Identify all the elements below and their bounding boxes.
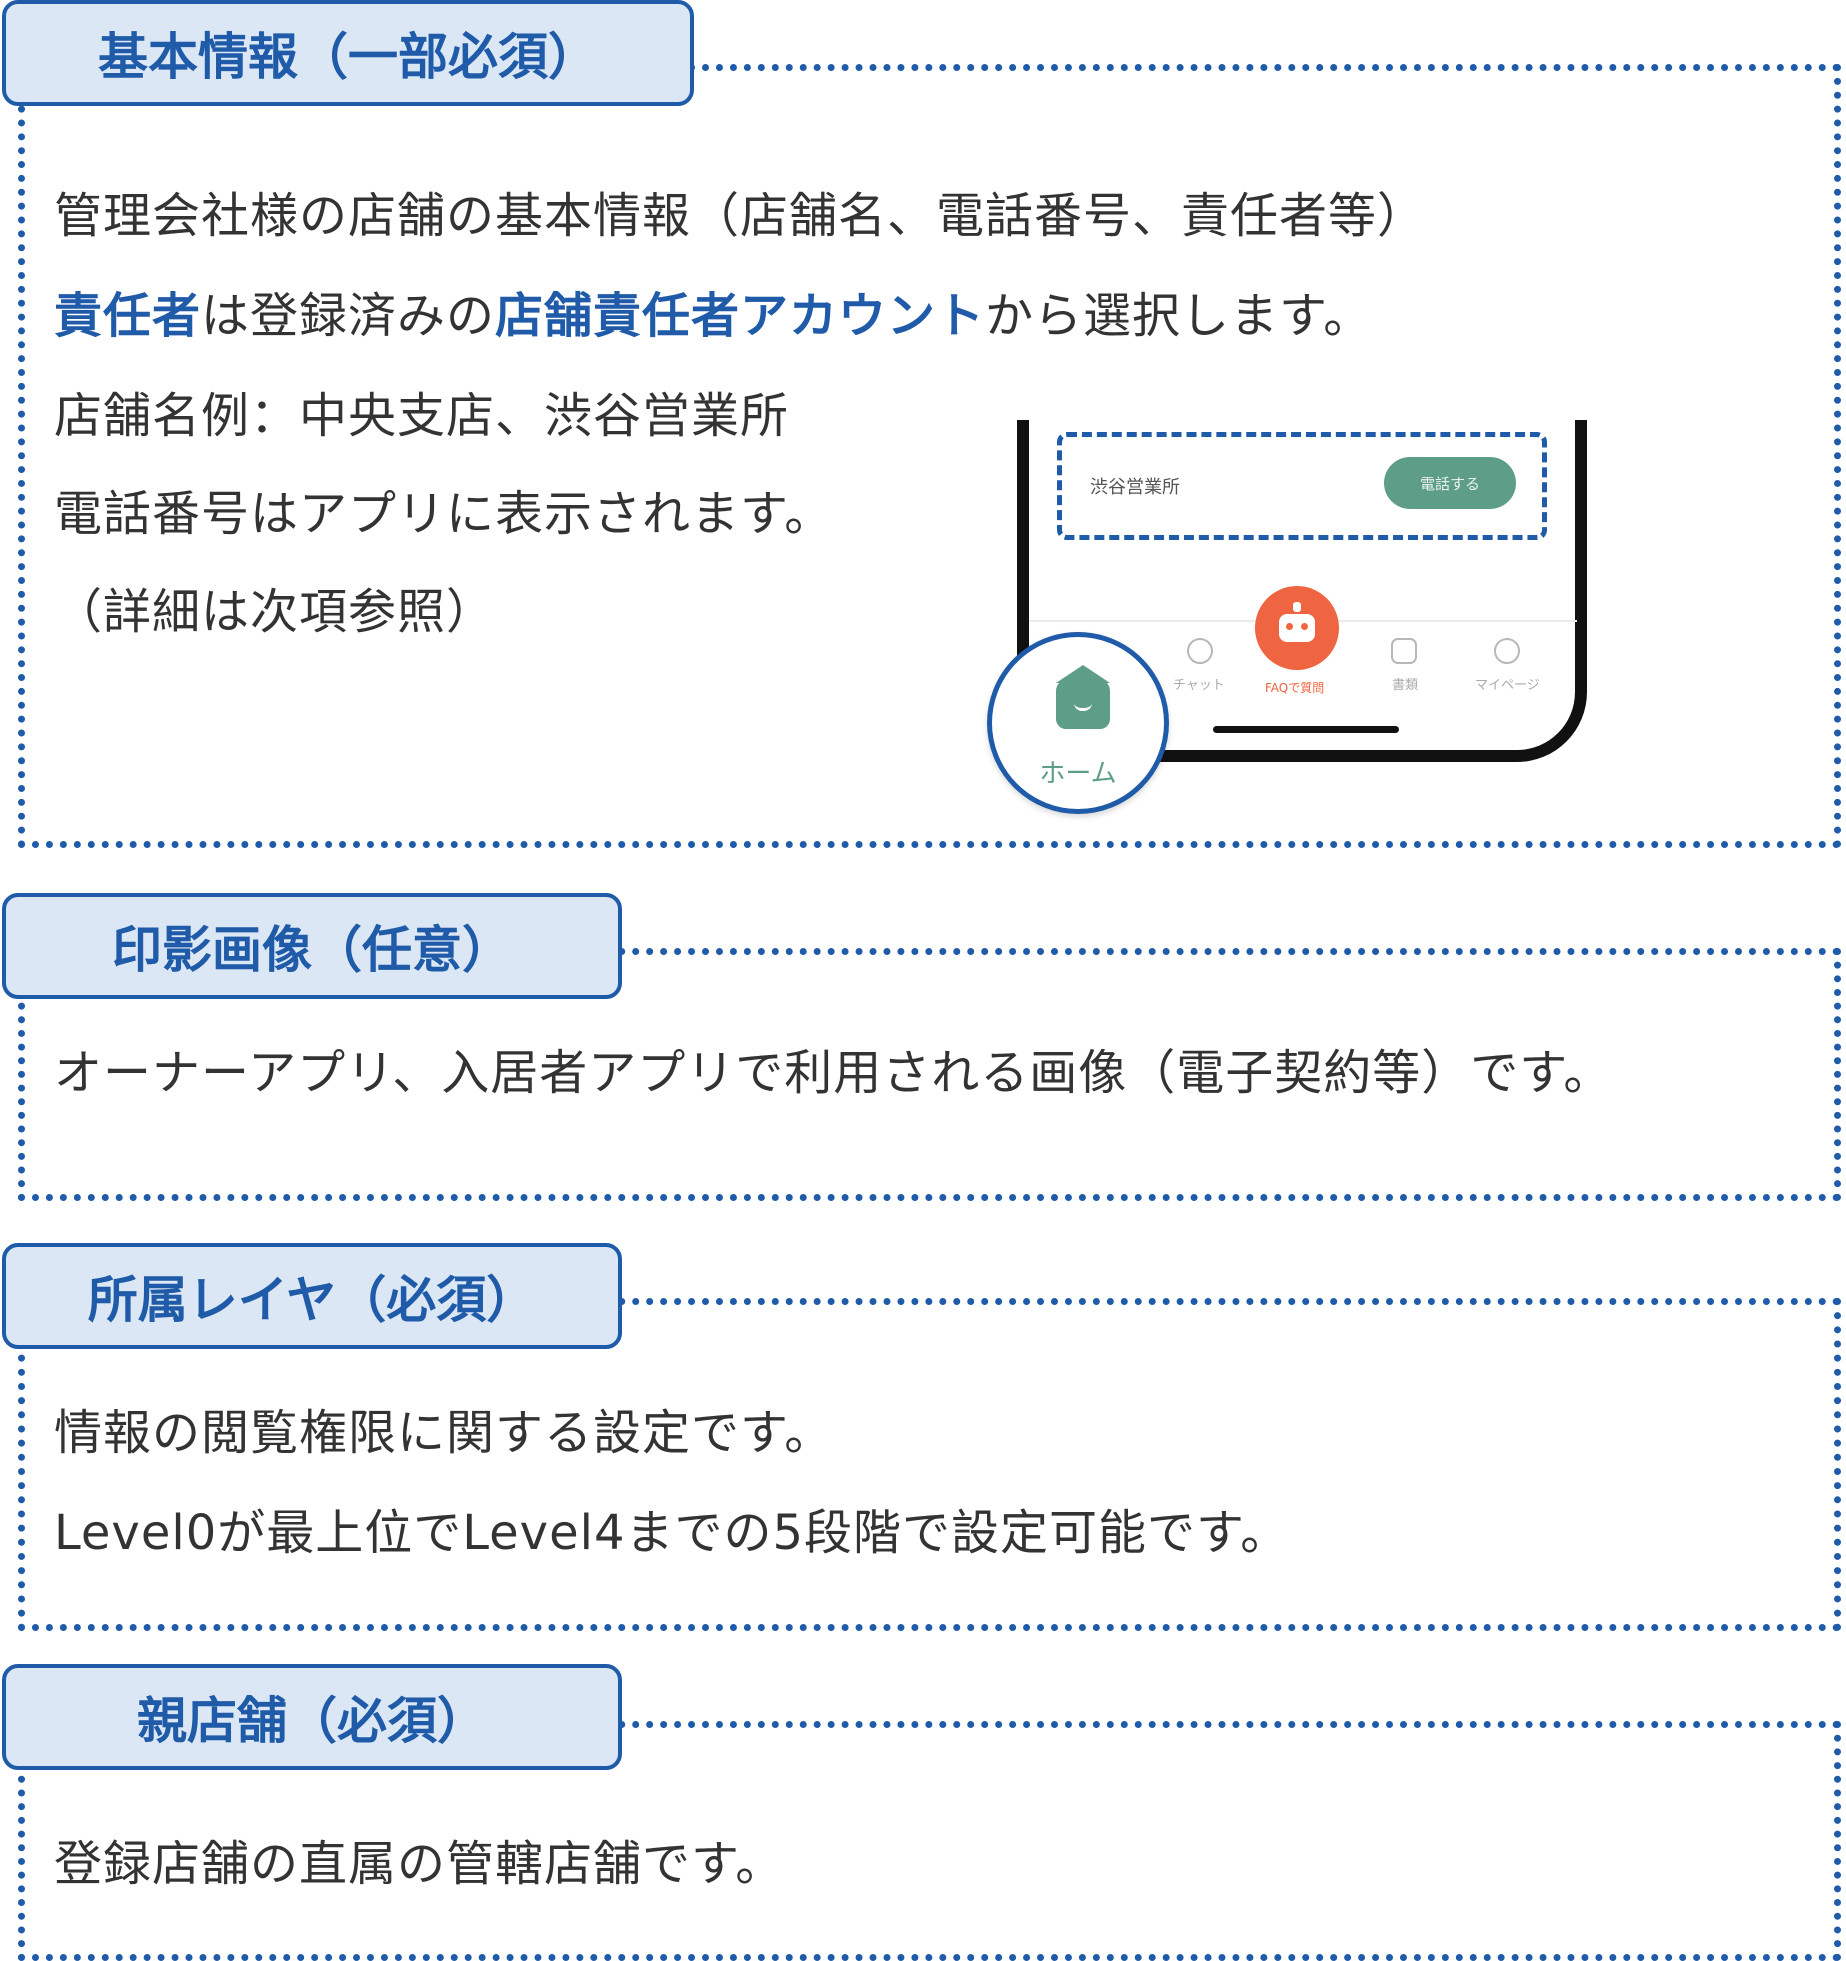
robot-icon [1255, 586, 1339, 670]
description-line: オーナーアプリ、入居者アプリで利用される画像（電子契約等）です。 [54, 1045, 1613, 1101]
description-line: 電話番号はアプリに表示されます。 [54, 486, 834, 542]
nav-label-home: ホーム [1039, 759, 1117, 789]
section-tab-basic-info: 基本情報（一部必須） [2, 0, 694, 106]
section-tab-layer: 所属レイヤ（必須） [2, 1243, 622, 1349]
section-layer: 所属レイヤ（必須） 情報の閲覧権限に関する設定です。 Level0が最上位でLe… [0, 1243, 1846, 1633]
highlight-manager: 責任者 [54, 288, 202, 344]
section-tab-label: 基本情報（一部必須） [98, 28, 598, 86]
home-tab-zoom: ホーム [987, 632, 1169, 814]
description-line: 責任者は登録済みの店舗責任者アカウントから選択します。 [54, 288, 1373, 344]
store-name: 渋谷営業所 [1090, 477, 1180, 498]
section-tab-label: 印影画像（任意） [112, 921, 512, 979]
store-card: 渋谷営業所 電話する [1057, 432, 1547, 540]
home-indicator [1213, 726, 1399, 733]
nav-label-faq: FAQで質問 [1265, 681, 1325, 695]
nav-label-docs: 書類 [1392, 678, 1419, 693]
home-icon [1056, 679, 1110, 729]
section-seal-image: 印影画像（任意） オーナーアプリ、入居者アプリで利用される画像（電子契約等）です… [0, 893, 1846, 1203]
nav-label-mypage: マイページ [1475, 678, 1540, 693]
section-basic-info: 基本情報（一部必須） 管理会社様の店舗の基本情報（店舗名、電話番号、責任者等） … [0, 0, 1846, 850]
document-icon [1391, 638, 1417, 664]
highlight-manager-account: 店舗責任者アカウント [495, 288, 986, 344]
section-frame [18, 1298, 1841, 1631]
section-parent-store: 親店舗（必須） 登録店舗の直属の管轄店舗です。 [0, 1664, 1846, 1961]
call-button: 電話する [1384, 457, 1516, 509]
description-line: Level0が最上位でLevel4までの5段階で設定可能です。 [54, 1505, 1290, 1561]
chat-icon [1187, 638, 1213, 664]
section-tab-label: 所属レイヤ（必須） [87, 1271, 537, 1329]
description-line: 店舗名例：中央支店、渋谷営業所 [54, 388, 790, 444]
section-tab-parent-store: 親店舗（必須） [2, 1664, 622, 1770]
smile-icon [1494, 638, 1520, 664]
description-line: （詳細は次項参照） [54, 584, 496, 640]
description-line: 管理会社様の店舗の基本情報（店舗名、電話番号、責任者等） [54, 188, 1427, 244]
description-line: 登録店舗の直属の管轄店舗です。 [54, 1836, 785, 1892]
section-tab-label: 親店舗（必須） [137, 1692, 487, 1750]
section-frame [18, 64, 1841, 848]
description-line: 情報の閲覧権限に関する設定です。 [54, 1405, 834, 1461]
nav-label-chat: チャット [1173, 678, 1225, 693]
section-frame [18, 948, 1841, 1201]
section-tab-seal-image: 印影画像（任意） [2, 893, 622, 999]
